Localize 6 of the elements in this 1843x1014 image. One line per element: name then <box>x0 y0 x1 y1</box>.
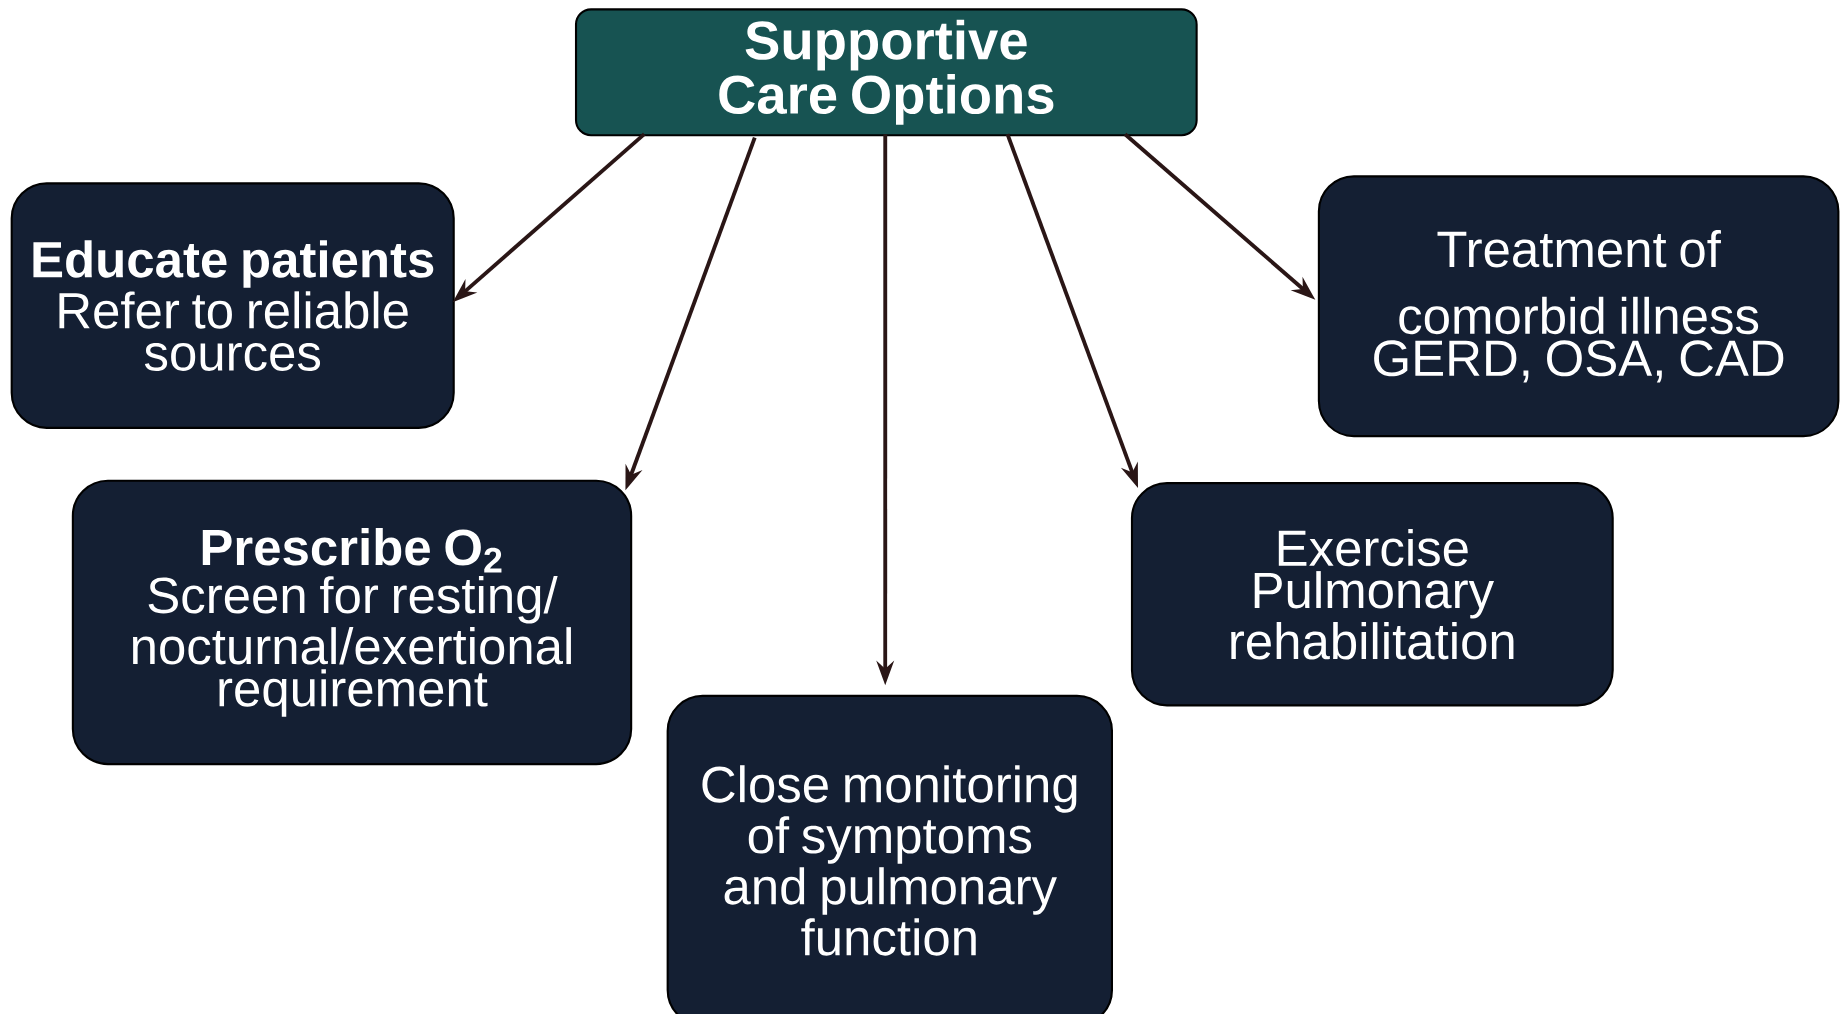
process-box: Prescribe O$_{2}$ Screen for resting/ nocturnal/exertional requirement <box>71 479 633 765</box>
process-box: Close monitoring of symptoms and pulmonary function <box>666 694 1114 1014</box>
process-box: Educate patients Refer to reliable sources <box>10 182 455 429</box>
title-box: Supportive Care Options <box>574 8 1198 137</box>
process-box: Exercise Pulmonary rehabilitation <box>1130 481 1614 707</box>
process-box: Treatment of comorbid illness GERD, OSA, CAD <box>1317 175 1840 437</box>
